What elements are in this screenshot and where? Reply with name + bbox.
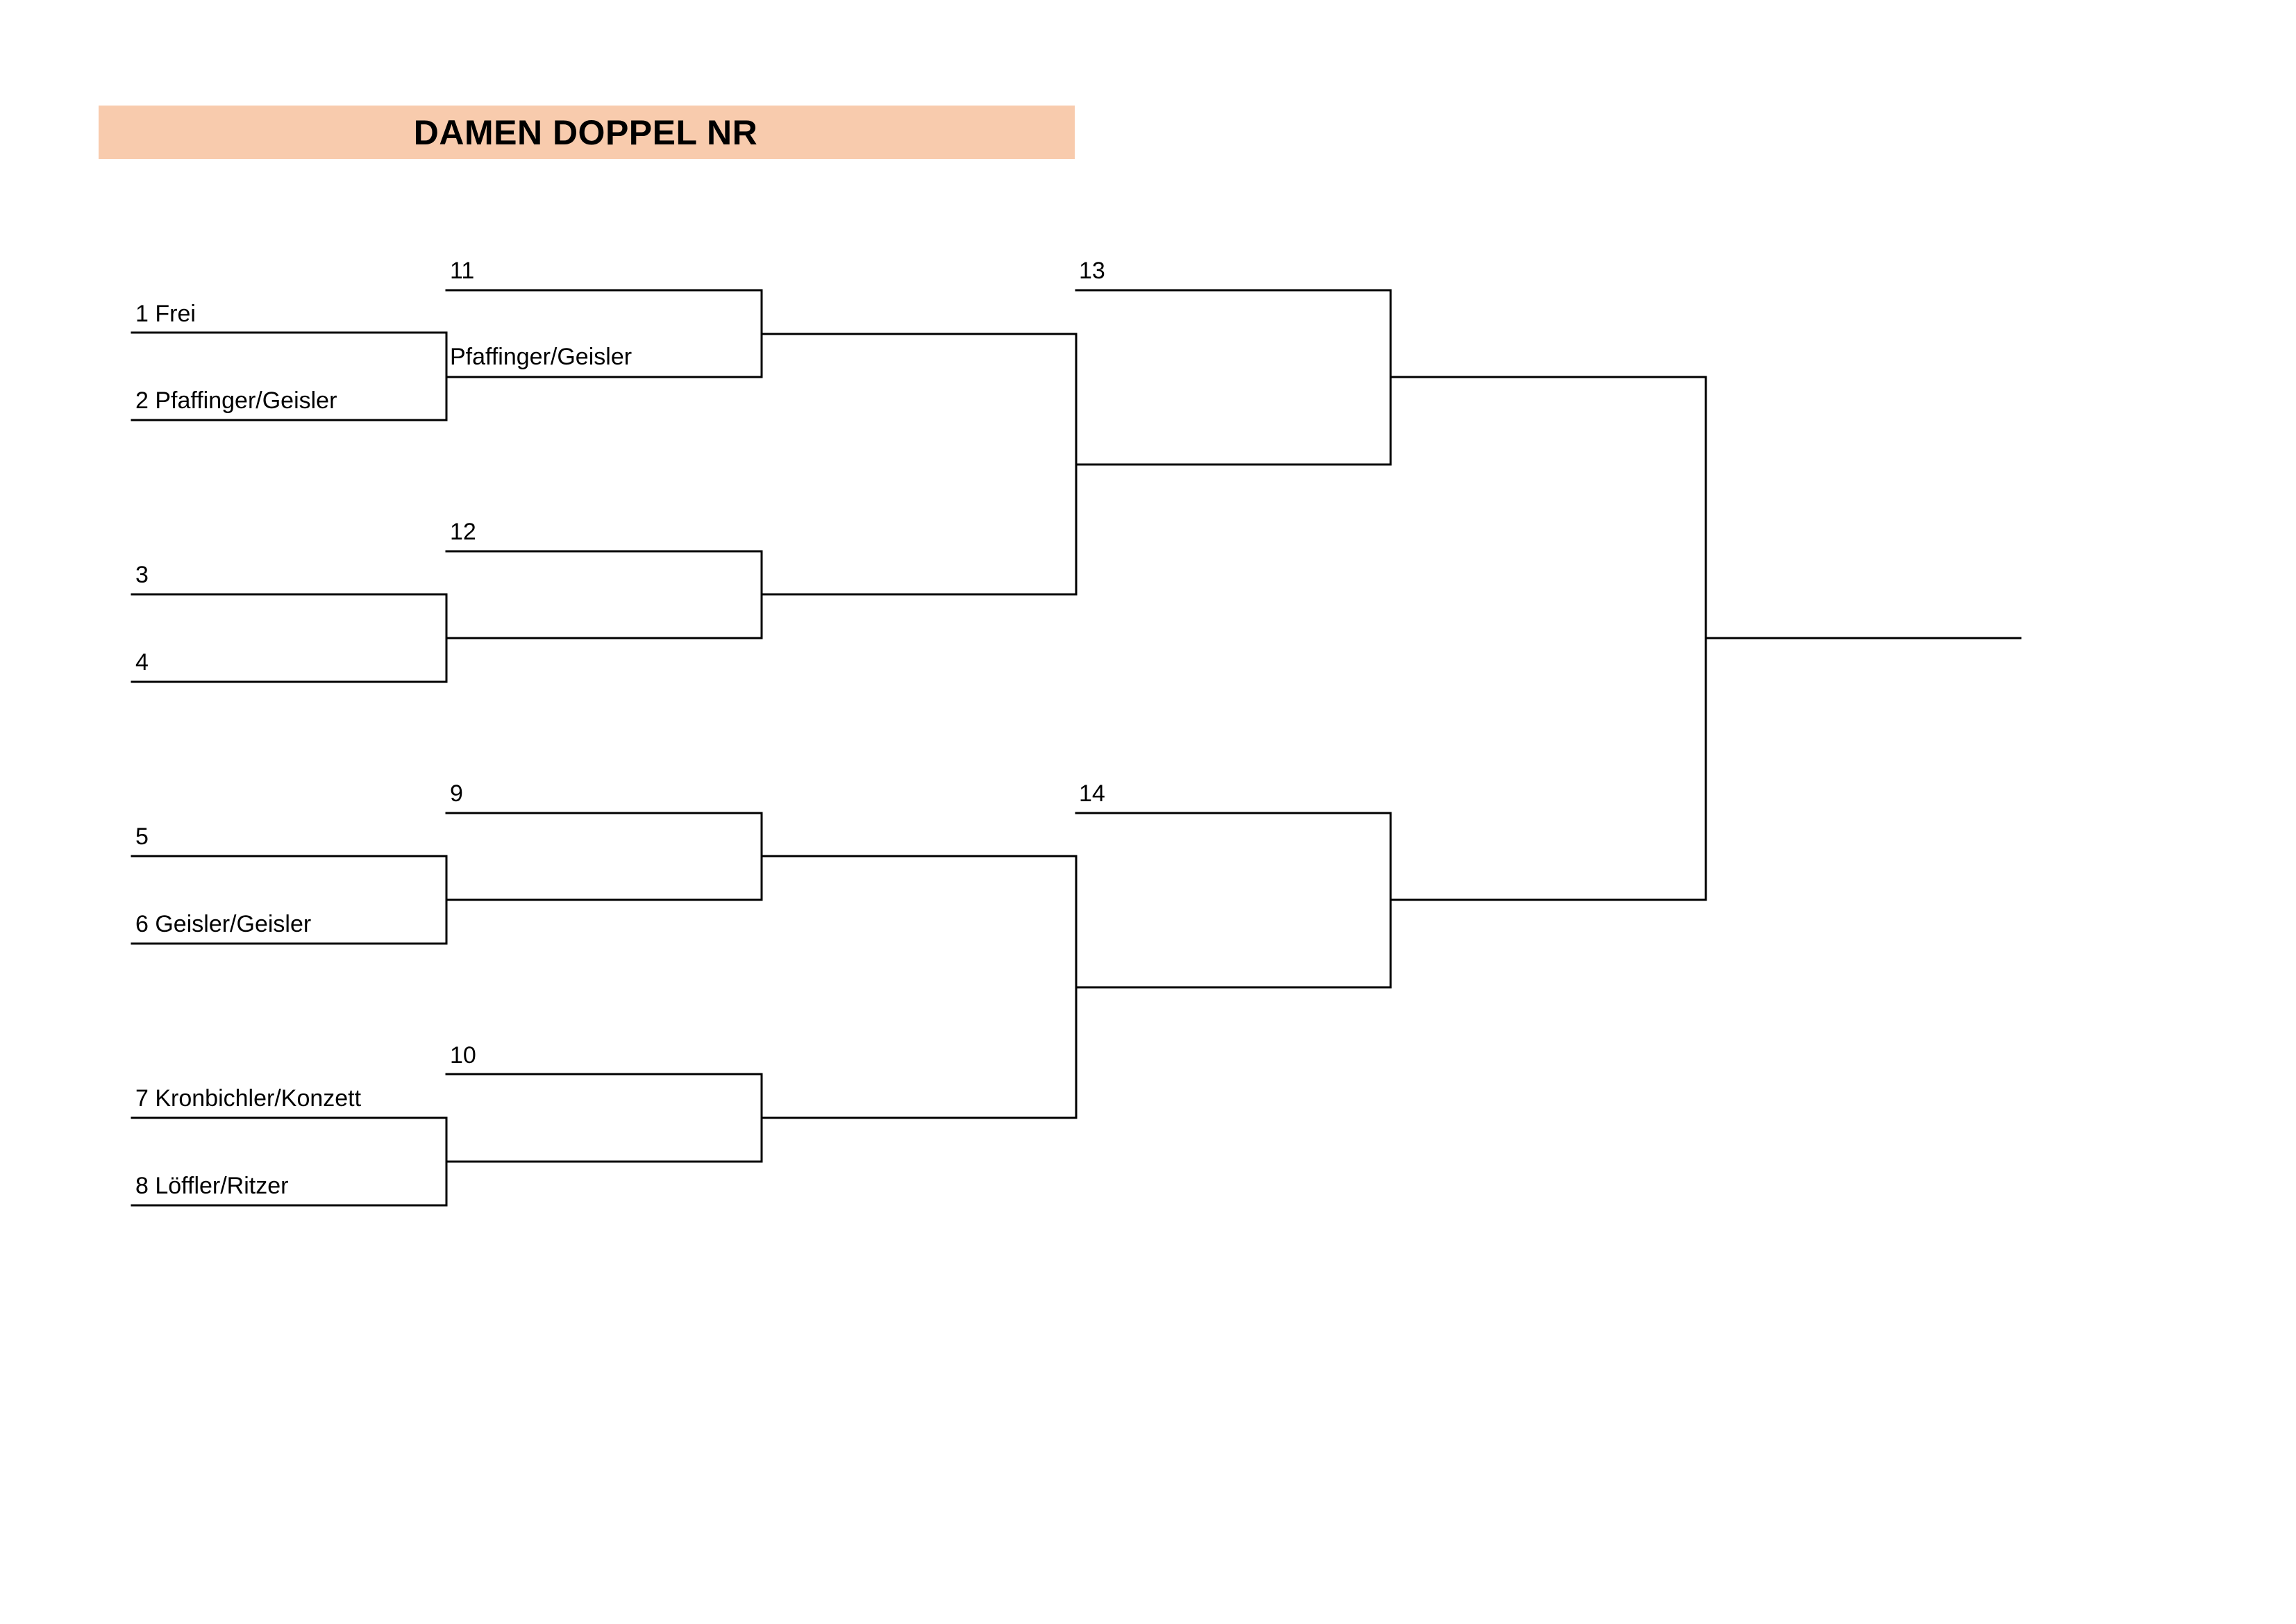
match-12-number: 12 xyxy=(450,519,476,545)
entry-4-label: 4 xyxy=(135,649,149,676)
title-bar: DAMEN DOPPEL NR xyxy=(99,106,1075,159)
entry-3-label: 3 xyxy=(135,562,149,588)
match-11-winner: Pfaffinger/Geisler xyxy=(450,344,632,370)
match-10-number: 10 xyxy=(450,1042,476,1069)
entry-8-label: 8 Löffler/Ritzer xyxy=(135,1173,289,1199)
match-13-number: 13 xyxy=(1079,258,1105,284)
entry-5-label: 5 xyxy=(135,823,149,850)
match-14-number: 14 xyxy=(1079,780,1105,807)
page-title: DAMEN DOPPEL NR xyxy=(413,112,758,152)
entry-7-label: 7 Kronbichler/Konzett xyxy=(135,1085,362,1112)
entry-6-label: 6 Geisler/Geisler xyxy=(135,911,312,937)
match-11-number: 11 xyxy=(450,258,475,284)
match-9-number: 9 xyxy=(450,780,463,807)
entry-1-label: 1 Frei xyxy=(135,301,196,327)
entry-2-label: 2 Pfaffinger/Geisler xyxy=(135,387,337,414)
